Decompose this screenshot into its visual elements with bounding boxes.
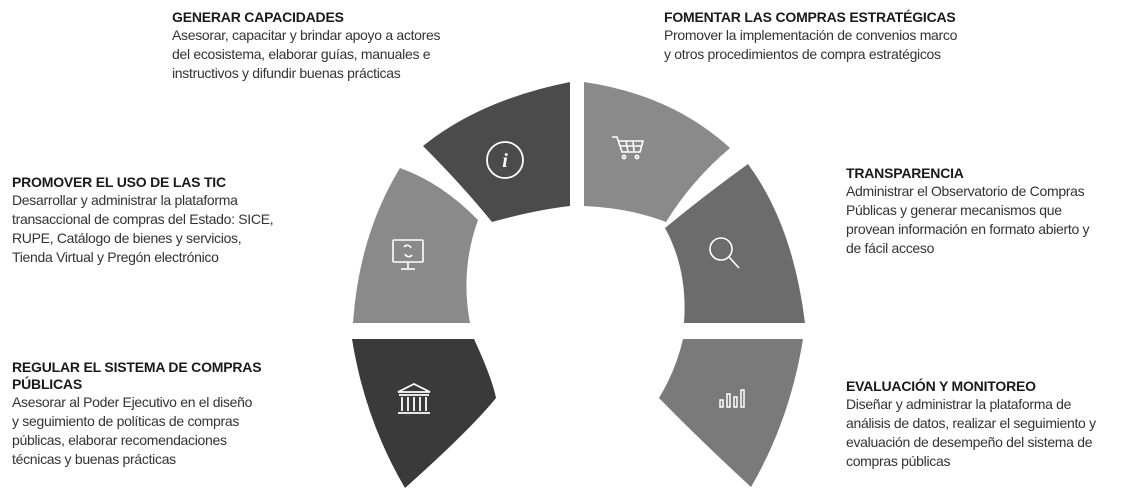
block-evaluacion-title: EVALUACIÓN Y MONITOREO (846, 378, 1036, 394)
desc-line: Asesorar, capacitar y brindar apoyo a ac… (172, 27, 441, 43)
segment-compras-shape (584, 82, 730, 222)
desc-line: Desarrollar y administrar la plataforma (12, 192, 238, 208)
block-transparencia-title: TRANSPARENCIA (846, 165, 964, 181)
block-tic-desc: Desarrollar y administrar la plataforma … (12, 191, 342, 267)
block-capacidades-desc: Asesorar, capacitar y brindar apoyo a ac… (172, 26, 512, 83)
block-transparencia: TRANSPARENCIA Administrar el Observatori… (846, 165, 1136, 258)
segment-capacidades-shape (423, 82, 570, 222)
desc-line: Administrar el Observatorio de Compras (846, 183, 1085, 199)
desc-line: transaccional de compras del Estado: SIC… (12, 211, 274, 227)
block-regular: REGULAR EL SISTEMA DE COMPRAS PÚBLICAS A… (12, 359, 332, 469)
segment-evaluacion (659, 339, 803, 487)
block-tic: PROMOVER EL USO DE LAS TIC Desarrollar y… (12, 174, 342, 267)
bank-icon (397, 382, 431, 414)
block-transparencia-desc: Administrar el Observatorio de Compras P… (846, 182, 1136, 258)
info-icon: i (486, 141, 524, 179)
desc-line: análisis de datos, realizar el seguimien… (846, 415, 1096, 431)
desc-line: públicas, elaborar recomendaciones (12, 432, 227, 448)
desc-line: instructivos y difundir buenas prácticas (172, 65, 401, 81)
block-compras-title: FOMENTAR LAS COMPRAS ESTRATÉGICAS (664, 9, 956, 25)
desc-line: Públicas y generar mecanismos que (846, 202, 1062, 218)
segment-evaluacion-shape (659, 339, 803, 487)
magnifier-icon (709, 237, 740, 269)
segment-transparencia-shape (665, 164, 805, 323)
desc-line: RUPE, Catálogo de bienes y servicios, (12, 230, 242, 246)
block-evaluacion: EVALUACIÓN Y MONITOREO Diseñar y adminis… (846, 378, 1136, 471)
desc-line: Tienda Virtual y Pregón electrónico (12, 249, 219, 265)
desc-line: de fácil acceso (846, 240, 935, 256)
title-line: REGULAR EL SISTEMA DE COMPRAS (12, 359, 262, 375)
cart-icon (612, 136, 645, 160)
svg-text:i: i (502, 150, 508, 172)
desc-line: y otros procedimientos de compra estraté… (664, 46, 941, 62)
desc-line: del ecosistema, elaborar guías, manuales… (172, 46, 431, 62)
block-tic-title: PROMOVER EL USO DE LAS TIC (12, 174, 226, 190)
segment-transparencia (665, 164, 805, 323)
segment-tic-shape (353, 168, 478, 323)
desc-line: Diseñar y administrar la plataforma de (846, 396, 1072, 412)
title-line: PÚBLICAS (12, 376, 82, 392)
block-regular-desc: Asesorar al Poder Ejecutivo en el diseño… (12, 393, 332, 469)
block-capacidades: GENERAR CAPACIDADES Asesorar, capacitar … (172, 9, 512, 83)
segment-regular (352, 339, 496, 488)
desc-line: y seguimiento de políticas de compras (12, 413, 240, 429)
block-compras-desc: Promover la implementación de convenios … (664, 26, 1024, 64)
block-capacidades-title: GENERAR CAPACIDADES (172, 9, 344, 25)
block-regular-title: REGULAR EL SISTEMA DE COMPRAS PÚBLICAS (12, 359, 332, 393)
block-compras: FOMENTAR LAS COMPRAS ESTRATÉGICAS Promov… (664, 9, 1024, 64)
desc-line: evaluación de desempeño del sistema de (846, 434, 1093, 450)
desc-line: Asesorar al Poder Ejecutivo en el diseño (12, 394, 253, 410)
desc-line: Promover la implementación de convenios … (664, 27, 958, 43)
desc-line: técnicas y buenas prácticas (12, 451, 176, 467)
segment-compras (584, 82, 730, 222)
bar-chart-icon (719, 389, 745, 408)
block-evaluacion-desc: Diseñar y administrar la plataforma de a… (846, 395, 1136, 471)
segment-tic (353, 168, 478, 323)
segment-capacidades: i (423, 82, 570, 222)
monitor-icon (392, 239, 424, 270)
desc-line: provean información en formato abierto y (846, 221, 1090, 237)
desc-line: compras públicas (846, 453, 951, 469)
